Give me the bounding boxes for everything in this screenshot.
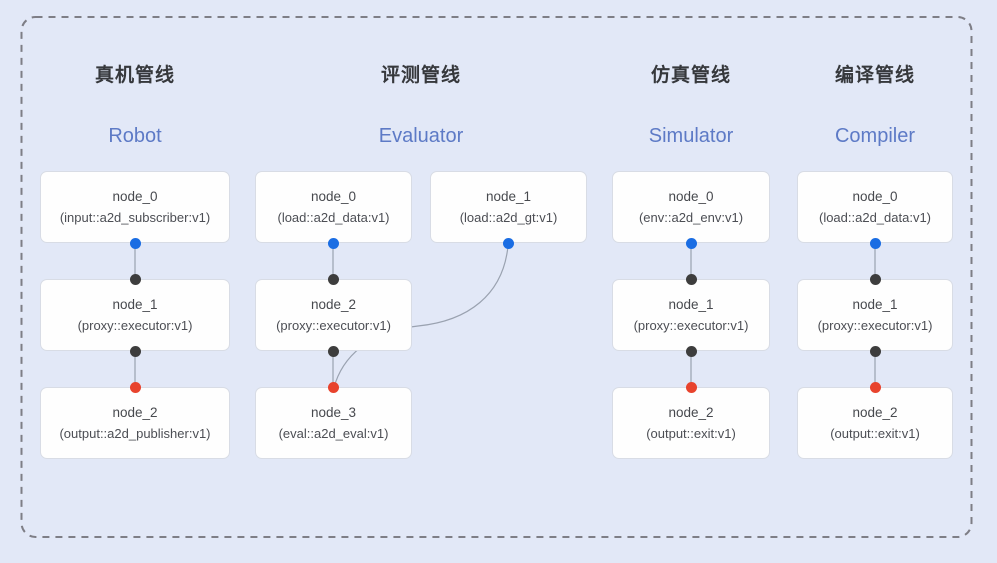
- node-type: (output::exit:v1): [830, 426, 920, 441]
- pipeline-subtitle-robot: Robot: [108, 125, 162, 147]
- robot-node-2: node_2 (output::a2d_publisher:v1): [40, 387, 230, 459]
- output-port-dot: [327, 381, 339, 393]
- mid-port-dot: [327, 273, 339, 285]
- evaluator-node-1: node_1 (load::a2d_gt:v1): [430, 171, 587, 243]
- node-name: node_0: [852, 189, 898, 204]
- node-name: node_2: [668, 405, 714, 420]
- pipeline-subtitle-simulator: Simulator: [648, 125, 734, 147]
- output-port-dot: [129, 381, 141, 393]
- compiler-node-0: node_0 (load::a2d_data:v1): [797, 171, 953, 243]
- input-port-dot: [327, 237, 339, 249]
- node-type: (env::a2d_env:v1): [638, 210, 744, 225]
- mid-port-dot: [685, 273, 697, 285]
- simulator-node-0: node_0 (env::a2d_env:v1): [612, 171, 770, 243]
- node-name: node_1: [668, 297, 714, 312]
- input-port-dot: [502, 237, 514, 249]
- node-name: node_3: [310, 405, 357, 420]
- node-type: (proxy::executor:v1): [77, 318, 193, 333]
- node-type: (load::a2d_data:v1): [818, 210, 932, 225]
- mid-port-dot: [869, 345, 881, 357]
- node-type: (proxy::executor:v1): [633, 318, 749, 333]
- node-name: node_1: [485, 189, 532, 204]
- evaluator-node-2: node_2 (proxy::executor:v1): [255, 279, 412, 351]
- node-type: (input::a2d_subscriber:v1): [59, 210, 211, 225]
- dashed-frame: [20, 16, 973, 538]
- mid-port-dot: [129, 273, 141, 285]
- robot-node-1: node_1 (proxy::executor:v1): [40, 279, 230, 351]
- mid-port-dot: [869, 273, 881, 285]
- node-name: node_1: [852, 297, 898, 312]
- simulator-node-2: node_2 (output::exit:v1): [612, 387, 770, 459]
- node-type: (eval::a2d_eval:v1): [278, 426, 389, 441]
- mid-port-dot: [327, 345, 339, 357]
- pipeline-title-compiler: 编译管线: [834, 65, 915, 86]
- output-port-dot: [869, 381, 881, 393]
- input-port-dot: [685, 237, 697, 249]
- simulator-node-1: node_1 (proxy::executor:v1): [612, 279, 770, 351]
- evaluator-node-3: node_3 (eval::a2d_eval:v1): [255, 387, 412, 459]
- input-port-dot: [129, 237, 141, 249]
- node-name: node_0: [310, 189, 357, 204]
- node-type: (proxy::executor:v1): [817, 318, 933, 333]
- node-type: (load::a2d_data:v1): [277, 210, 390, 225]
- pipeline-subtitle-evaluator: Evaluator: [378, 125, 464, 147]
- robot-node-0: node_0 (input::a2d_subscriber:v1): [40, 171, 230, 243]
- node-name: node_0: [668, 189, 714, 204]
- evaluator-node-0: node_0 (load::a2d_data:v1): [255, 171, 412, 243]
- node-name: node_1: [112, 297, 158, 312]
- pipeline-subtitle-compiler: Compiler: [834, 125, 916, 147]
- gt-to-eval-edge: [334, 245, 509, 385]
- pipeline-title-simulator: 仿真管线: [650, 65, 731, 86]
- compiler-node-2: node_2 (output::exit:v1): [797, 387, 953, 459]
- pipeline-title-evaluator: 评测管线: [380, 65, 461, 86]
- mid-port-dot: [685, 345, 697, 357]
- mid-port-dot: [129, 345, 141, 357]
- node-name: node_2: [852, 405, 898, 420]
- compiler-node-1: node_1 (proxy::executor:v1): [797, 279, 953, 351]
- pipeline-title-robot: 真机管线: [94, 65, 175, 86]
- output-port-dot: [685, 381, 697, 393]
- input-port-dot: [869, 237, 881, 249]
- node-name: node_0: [112, 189, 158, 204]
- node-type: (proxy::executor:v1): [276, 318, 391, 333]
- node-name: node_2: [112, 405, 158, 420]
- node-name: node_2: [310, 297, 357, 312]
- node-type: (output::exit:v1): [646, 426, 736, 441]
- node-type: (output::a2d_publisher:v1): [59, 426, 211, 441]
- node-type: (load::a2d_gt:v1): [459, 210, 558, 225]
